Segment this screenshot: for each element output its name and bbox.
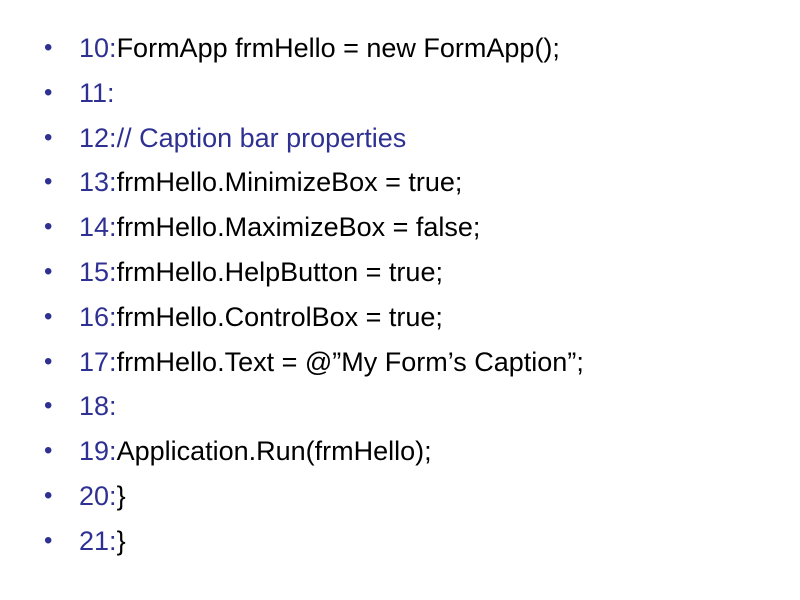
bullet-icon: • bbox=[44, 34, 53, 61]
bullet-icon: • bbox=[44, 347, 53, 375]
bullet-icon: • bbox=[44, 526, 53, 554]
line-number: 17 bbox=[79, 346, 110, 377]
line-number: 16 bbox=[79, 301, 110, 332]
code-text: FormApp frmHello = new FormApp(); bbox=[116, 33, 560, 63]
code-line: • 13: frmHello.MinimizeBox = true; bbox=[44, 163, 584, 208]
bullet-icon: • bbox=[44, 78, 53, 106]
bullet-icon: • bbox=[44, 257, 53, 285]
code-line: • 16: frmHello.ControlBox = true; bbox=[44, 298, 584, 343]
line-number: 19 bbox=[79, 436, 110, 467]
bullet-icon: • bbox=[44, 213, 53, 241]
line-number: 14 bbox=[79, 212, 110, 243]
bullet-icon: • bbox=[44, 481, 53, 509]
line-number: 12 bbox=[79, 122, 110, 153]
line-number: 21 bbox=[79, 525, 110, 556]
code-line: • 10: FormApp frmHello = new FormApp(); bbox=[44, 29, 584, 74]
line-number: 15 bbox=[79, 256, 110, 287]
code-text: frmHello.ControlBox = true; bbox=[116, 301, 443, 332]
bullet-icon: • bbox=[44, 168, 53, 196]
code-line: • 12: // Caption bar properties bbox=[44, 119, 584, 164]
code-text: } bbox=[116, 480, 126, 511]
line-number: 20 bbox=[79, 480, 110, 511]
code-text: frmHello.MaximizeBox = false; bbox=[116, 212, 481, 243]
code-line: • 18: bbox=[44, 387, 584, 432]
code-line: • 20: } bbox=[44, 477, 584, 522]
code-text: } bbox=[116, 525, 126, 556]
code-text: Application.Run(frmHello); bbox=[116, 436, 432, 467]
code-text: frmHello.HelpButton = true; bbox=[116, 256, 443, 287]
line-number: 11 bbox=[79, 77, 108, 108]
code-line: • 21: } bbox=[44, 522, 584, 567]
code-line: • 19: Application.Run(frmHello); bbox=[44, 432, 584, 477]
code-line: • 17: frmHello.Text = @”My Form’s Captio… bbox=[44, 343, 584, 388]
line-number: 18 bbox=[79, 391, 110, 422]
bullet-icon: • bbox=[44, 123, 53, 151]
bullet-icon: • bbox=[44, 392, 53, 420]
code-listing: • 10: FormApp frmHello = new FormApp(); … bbox=[44, 29, 584, 567]
bullet-icon: • bbox=[44, 437, 53, 465]
code-comment: // Caption bar properties bbox=[116, 122, 407, 153]
line-number: 13 bbox=[79, 167, 110, 198]
code-text: frmHello.MinimizeBox = true; bbox=[116, 167, 463, 198]
code-text: frmHello.Text = @”My Form’s Caption”; bbox=[116, 346, 584, 377]
code-line: • 14: frmHello.MaximizeBox = false; bbox=[44, 208, 584, 253]
code-line: • 11: bbox=[44, 74, 584, 119]
code-line: • 15: frmHello.HelpButton = true; bbox=[44, 253, 584, 298]
line-number: 10 bbox=[79, 33, 110, 63]
bullet-icon: • bbox=[44, 302, 53, 330]
